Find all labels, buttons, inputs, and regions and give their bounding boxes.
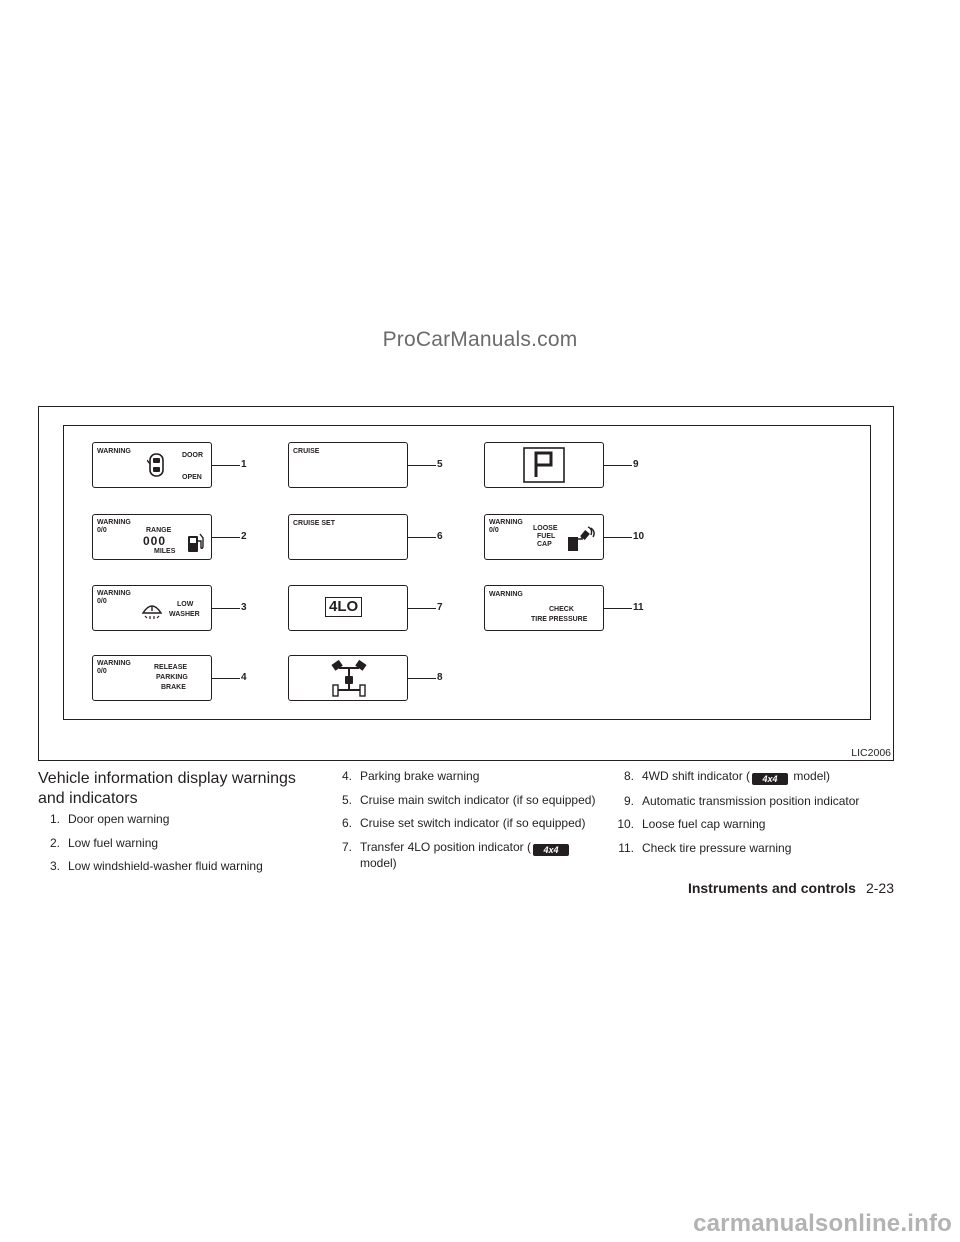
callout-line bbox=[604, 465, 632, 466]
callout-line bbox=[212, 465, 240, 466]
open-label: OPEN bbox=[182, 474, 202, 481]
panel-door-open: WARNING DOOR OPEN bbox=[92, 442, 212, 488]
range-digits: 000 bbox=[143, 534, 167, 548]
figure-code: LIC2006 bbox=[850, 747, 892, 759]
list-item: 6.Cruise set switch indicator (if so equ… bbox=[341, 816, 586, 830]
list-column-3: 8.4WD shift indicator (4x4 model) 9.Auto… bbox=[612, 769, 902, 864]
panel-warning-label: WARNING bbox=[489, 519, 523, 526]
door-open-icon bbox=[147, 453, 164, 477]
panel-oo-label: 0/0 bbox=[97, 527, 107, 534]
callout-line bbox=[604, 608, 632, 609]
callout-line bbox=[604, 537, 632, 538]
check-label: CHECK bbox=[549, 606, 574, 613]
panel-warning-label: WARNING bbox=[97, 519, 131, 526]
panel-low-washer: WARNING 0/0 LOW WASHER bbox=[92, 585, 212, 631]
panel-cruise-set: CRUISE SET bbox=[288, 514, 408, 560]
4x4-badge-icon: 4x4 bbox=[532, 843, 569, 856]
cruise-label: CRUISE bbox=[293, 448, 320, 455]
list-column-2: 4.Parking brake warning 5.Cruise main sw… bbox=[330, 769, 608, 879]
panel-low-fuel: WARNING 0/0 RANGE 000 MILES bbox=[92, 514, 212, 560]
callout-number: 11 bbox=[633, 602, 644, 613]
panel-warning-label: WARNING bbox=[489, 591, 523, 598]
washer-fluid-icon bbox=[141, 605, 163, 619]
panel-oo-label: 0/0 bbox=[489, 527, 499, 534]
loose-label: LOOSE bbox=[533, 525, 558, 532]
4x4-badge-icon: 4x4 bbox=[752, 773, 789, 785]
panel-4wd-shift bbox=[288, 655, 408, 701]
panel-gear-position: P bbox=[484, 442, 604, 488]
callout-number: 2 bbox=[241, 531, 247, 542]
door-label: DOOR bbox=[182, 452, 203, 459]
callout-line bbox=[408, 608, 436, 609]
callout-number: 8 bbox=[437, 672, 443, 683]
watermark-top: ProCarManuals.com bbox=[382, 328, 578, 351]
panel-cruise: CRUISE bbox=[288, 442, 408, 488]
tire-pressure-label: TIRE PRESSURE bbox=[531, 616, 588, 623]
release-label: RELEASE bbox=[154, 664, 188, 671]
callout-line bbox=[408, 678, 436, 679]
panel-warning-label: WARNING bbox=[97, 448, 131, 455]
parking-label: PARKING bbox=[156, 674, 188, 681]
panel-tire-pressure: WARNING CHECK TIRE PRESSURE bbox=[484, 585, 604, 631]
panel-loose-fuel-cap: WARNING 0/0 LOOSE FUEL CAP bbox=[484, 514, 604, 560]
range-label: RANGE bbox=[146, 527, 172, 534]
list-column-1: 1.Door open warning 2.Low fuel warning 3… bbox=[38, 812, 308, 883]
callout-number: 5 bbox=[437, 459, 443, 470]
callout-number: 3 bbox=[241, 602, 247, 613]
callout-number: 1 bbox=[241, 459, 247, 470]
page-number: 2-23 bbox=[865, 880, 894, 896]
low-label: LOW bbox=[177, 601, 194, 608]
callout-line bbox=[212, 608, 240, 609]
chapter-title: Instruments and controls bbox=[687, 880, 856, 896]
list-item: 3.Low windshield-washer fluid warning bbox=[49, 859, 263, 873]
callout-number: 4 bbox=[241, 672, 247, 683]
list-item: 10.Loose fuel cap warning bbox=[617, 817, 766, 831]
miles-label: MILES bbox=[154, 548, 176, 555]
watermark-bottom: carmanualsonline.info bbox=[693, 1210, 952, 1237]
section-title: Vehicle information display warnings and… bbox=[38, 770, 296, 807]
list-item: 9.Automatic transmission position indica… bbox=[623, 793, 860, 808]
page-footer: Instruments and controls 2-23 bbox=[688, 880, 894, 896]
callout-line bbox=[212, 537, 240, 538]
callout-line bbox=[408, 537, 436, 538]
figure: WARNING DOOR OPEN 1 WARNING 0/0 RANGE 00… bbox=[38, 406, 894, 761]
list-item: 5.Cruise main switch indicator (if so eq… bbox=[341, 792, 596, 807]
4lo-indicator: 4LO bbox=[325, 597, 363, 617]
gear-letter: P bbox=[544, 472, 545, 474]
gear-position-p-icon: P bbox=[523, 447, 565, 483]
panel-oo-label: 0/0 bbox=[97, 668, 107, 675]
list-item: 2.Low fuel warning bbox=[49, 835, 159, 850]
washer-label: WASHER bbox=[169, 611, 200, 618]
callout-line bbox=[212, 678, 240, 679]
list-item: 4.Parking brake warning bbox=[341, 769, 480, 783]
panel-4lo: 4LO bbox=[288, 585, 408, 631]
panel-warning-label: WARNING bbox=[97, 660, 131, 667]
callout-number: 6 bbox=[437, 531, 443, 542]
figure-inner-frame bbox=[63, 425, 871, 720]
list-item: 1.Door open warning bbox=[49, 812, 170, 826]
fuel-label: FUEL bbox=[537, 533, 556, 540]
cap-label: CAP bbox=[537, 541, 552, 548]
brake-label: BRAKE bbox=[161, 684, 186, 691]
cruise-set-label: CRUISE SET bbox=[293, 520, 336, 527]
list-item: 11.Check tire pressure warning bbox=[618, 840, 792, 855]
fuel-pump-icon bbox=[188, 533, 204, 552]
panel-oo-label: 0/0 bbox=[97, 598, 107, 605]
callout-number: 9 bbox=[633, 459, 639, 470]
list-item: 8.4WD shift indicator (4x4 model) bbox=[623, 769, 831, 785]
callout-line bbox=[408, 465, 436, 466]
4wd-shift-icon bbox=[331, 659, 367, 697]
fuel-cap-icon bbox=[568, 526, 595, 551]
callout-number: 7 bbox=[437, 602, 443, 613]
callout-number: 10 bbox=[633, 531, 645, 542]
panel-parking-brake: WARNING 0/0 RELEASE PARKING BRAKE bbox=[92, 655, 212, 701]
panel-warning-label: WARNING bbox=[97, 590, 131, 597]
